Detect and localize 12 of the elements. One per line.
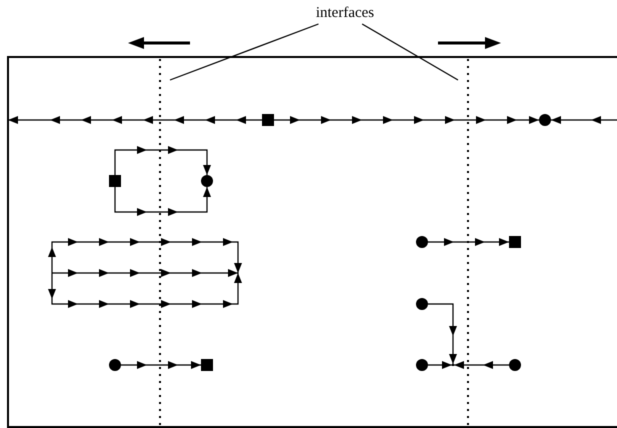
sink-dot	[416, 298, 428, 310]
sink-dot	[109, 359, 121, 371]
callout-text: interfaces	[314, 4, 376, 22]
source-square	[201, 359, 213, 371]
source-square	[109, 175, 121, 187]
source-square	[509, 236, 521, 248]
sink-dot	[416, 359, 428, 371]
source-square	[262, 114, 274, 126]
sink-dot	[201, 175, 213, 187]
sink-dot	[509, 359, 521, 371]
sink-dot	[539, 114, 551, 126]
sink-dot	[416, 236, 428, 248]
